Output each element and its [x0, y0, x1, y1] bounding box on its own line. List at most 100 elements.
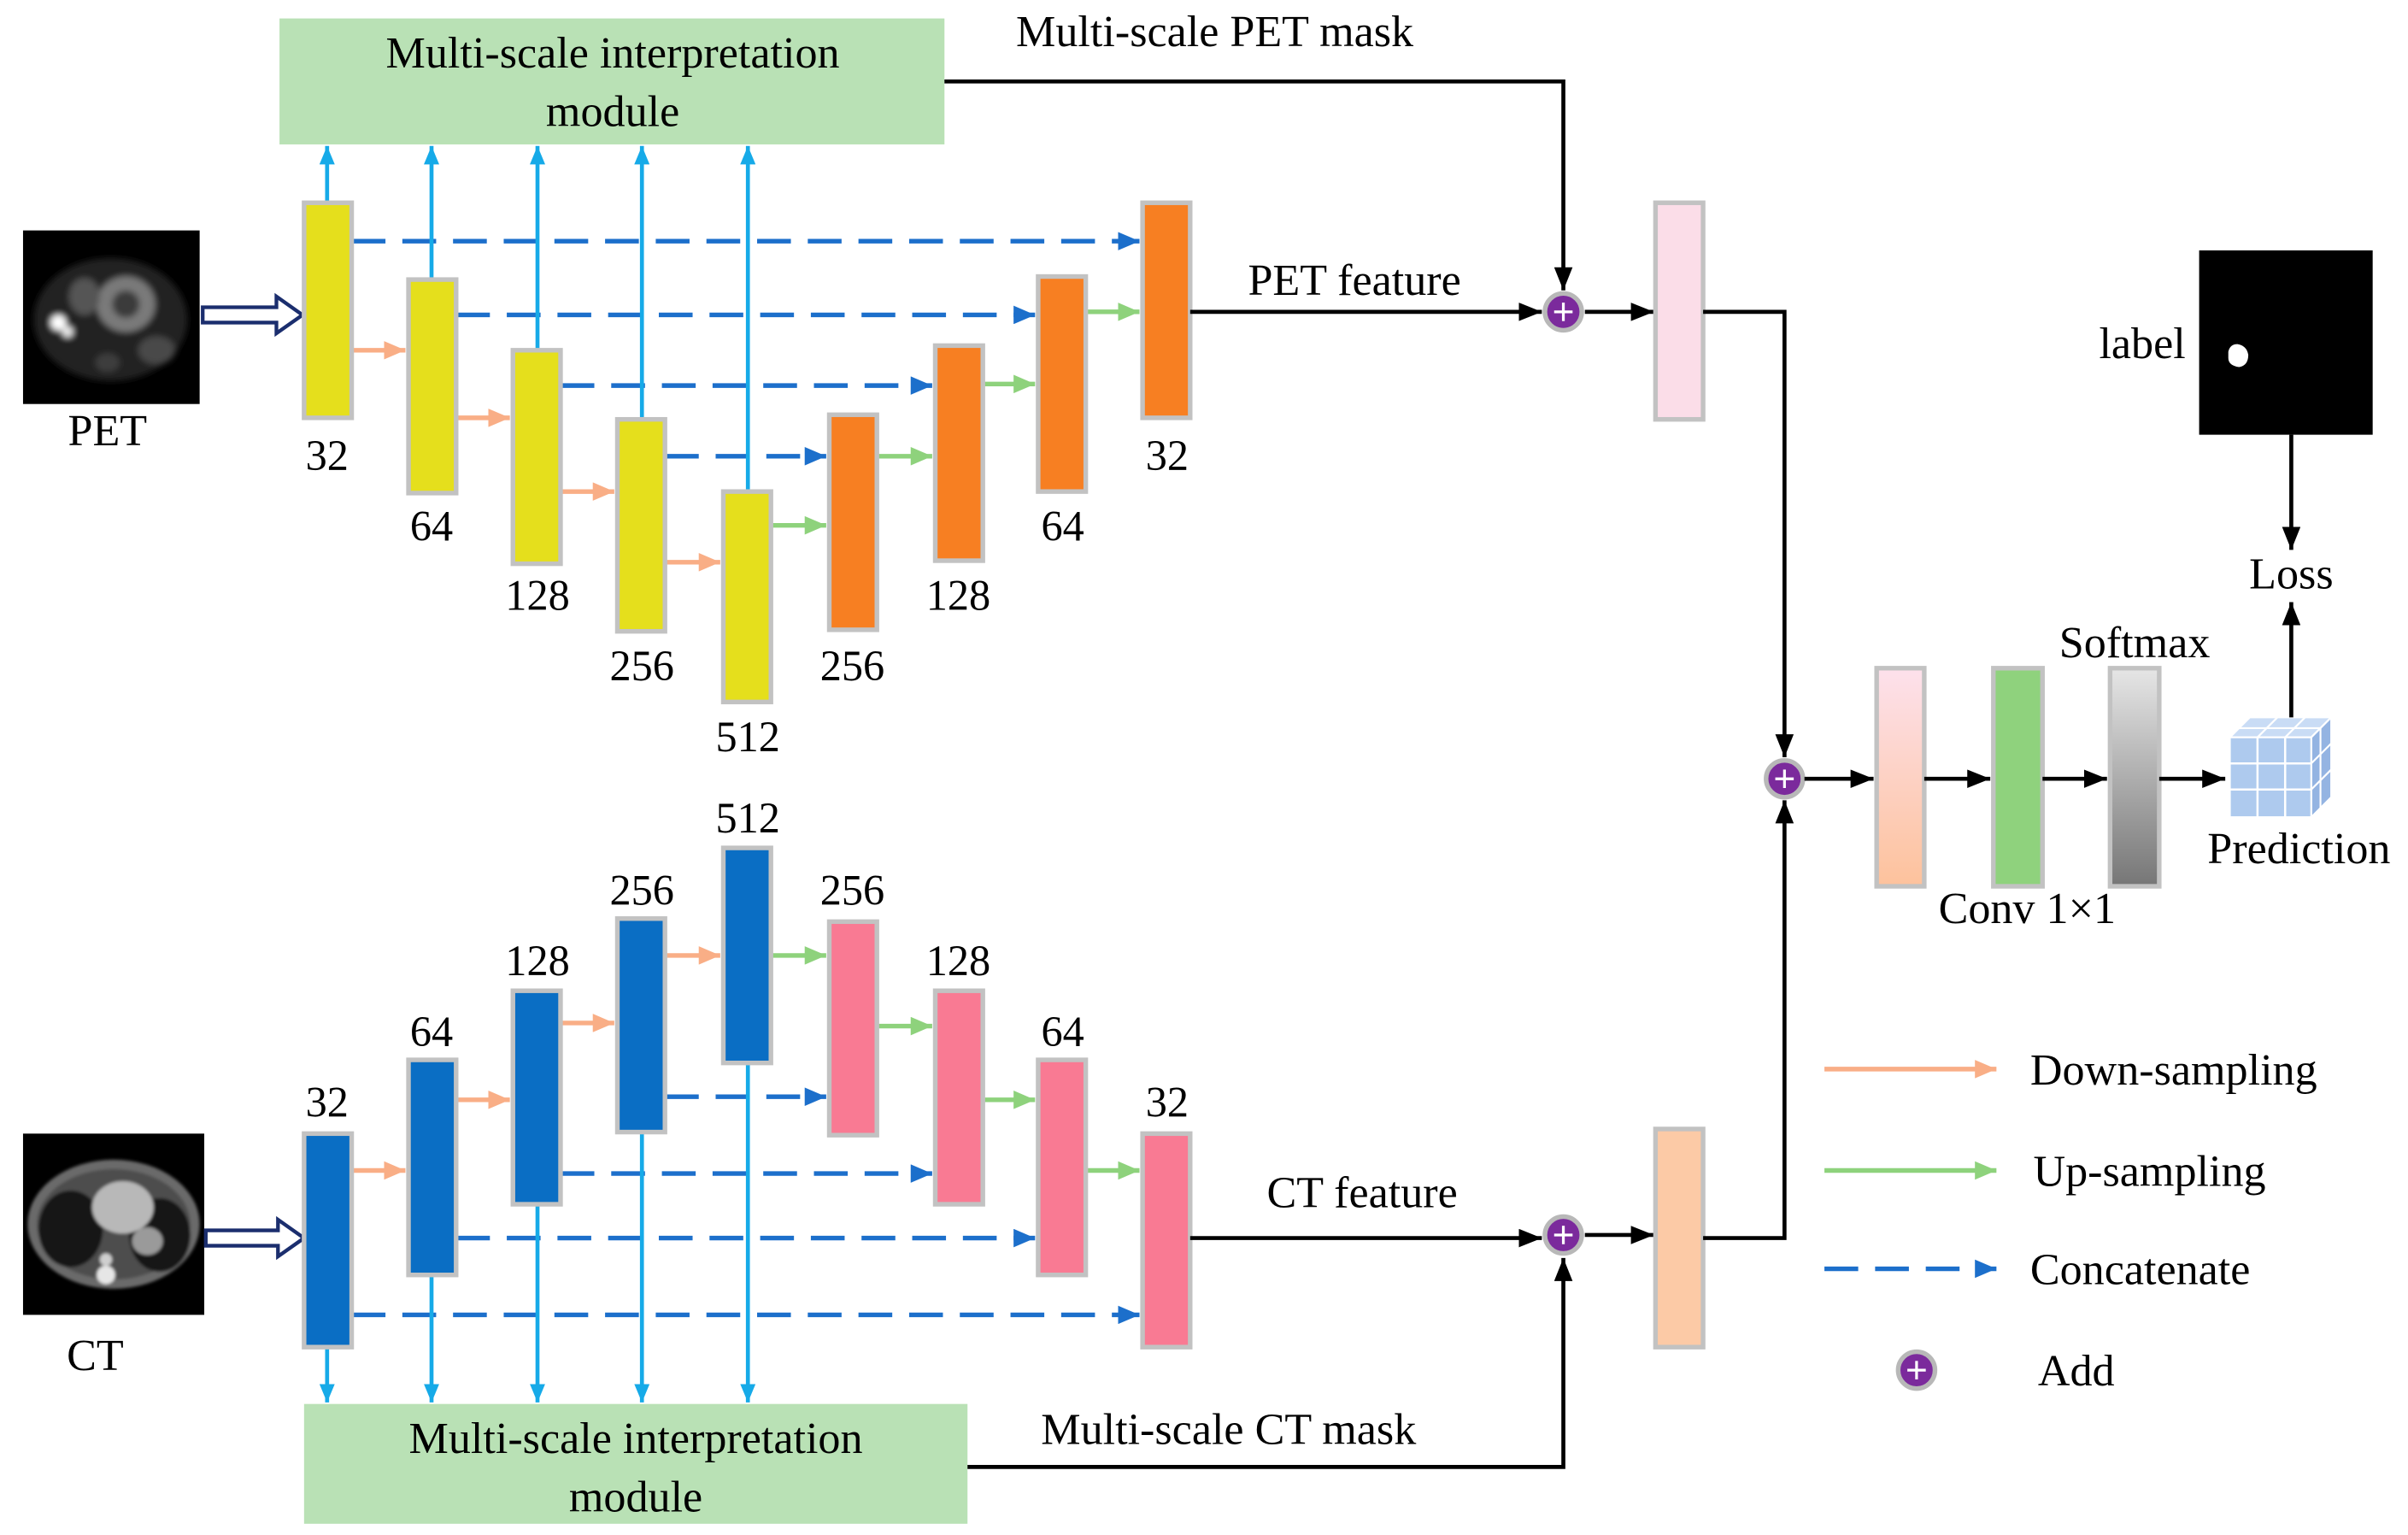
pet-decoder-channels-2: 128 [926, 572, 990, 620]
ct-add-icon [1542, 1214, 1584, 1256]
ct-encoder-channels-4: 256 [609, 867, 673, 915]
pet-module-box [279, 18, 945, 144]
ct-decoder-block-4 [1140, 1131, 1193, 1350]
pet-fused-block [1653, 200, 1706, 422]
pet-interpretation-module: Multi-scale interpretation module [279, 18, 945, 144]
legend-add-icon [1895, 1349, 1938, 1391]
pet-input-arrow-icon [201, 292, 306, 338]
pet-decoder-channels-1: 256 [820, 642, 884, 690]
ct-encoder-block-1 [302, 1131, 355, 1350]
ct-module-box [303, 1403, 968, 1524]
ct-encoder-channels-5: 512 [715, 794, 779, 842]
pet-branch: Multi-scale interpretation module Multi-… [22, 8, 1794, 761]
pet-feature-label: PET feature [1248, 256, 1460, 305]
ct-encoder: 32 64 128 256 512 [302, 794, 780, 1350]
ct-decoder-channels-2: 128 [926, 937, 990, 985]
ct-encoder-block-5 [720, 845, 773, 1066]
fused-feature-block [1874, 666, 1927, 889]
pet-upsampling-arrows [771, 303, 1140, 535]
pet-module-title-line1: Multi-scale interpretation [386, 29, 840, 78]
ct-input-label: CT [67, 1332, 124, 1380]
ct-decoder: 256 128 64 32 [820, 867, 1193, 1350]
ct-decoder-channels-1: 256 [820, 867, 884, 915]
pet-to-final-add-arrow [1703, 309, 1794, 758]
ct-image-content [27, 1159, 200, 1289]
pet-decoder-block-1 [826, 412, 879, 632]
ct-upsampling-arrows [771, 946, 1140, 1180]
ground-truth-label-image [2199, 250, 2373, 435]
ct-decoder-channels-4: 32 [1146, 1079, 1189, 1126]
ct-mask-label: Multi-scale CT mask [1041, 1405, 1417, 1454]
pet-encoder-channels-3: 128 [505, 572, 569, 620]
legend-item-down-sampling: Down-sampling [1824, 1046, 2317, 1095]
ground-truth-label: label [2099, 320, 2185, 368]
pet-input-image [22, 230, 200, 404]
ct-mask-arrow [967, 1257, 1573, 1469]
legend-add-label: Add [2038, 1347, 2115, 1396]
pet-encoder-channels-1: 32 [306, 432, 349, 479]
pet-module-title-line2: module [546, 87, 679, 136]
ct-encoder-block-3 [510, 988, 563, 1207]
pet-encoder-block-4 [614, 416, 667, 634]
ct-module-links [319, 1062, 756, 1403]
ct-module-title-line1: Multi-scale interpretation [409, 1414, 863, 1463]
legend-item-up-sampling: Up-sampling [1824, 1147, 2266, 1196]
ct-encoder-channels-2: 64 [410, 1008, 453, 1056]
legend-item-concatenate: Concatenate [1824, 1245, 2250, 1294]
ct-input-image [22, 1133, 205, 1315]
pet-module-links [319, 145, 756, 492]
conv-label: Conv 1×1 [1939, 885, 2116, 933]
legend-up-sampling-label: Up-sampling [2033, 1147, 2265, 1196]
ct-fused-block [1653, 1126, 1706, 1350]
ct-encoder-block-4 [614, 916, 667, 1135]
pet-downsampling-arrows [351, 341, 720, 572]
prediction-head: Softmax Conv 1×1 Prediction Loss label [1764, 250, 2391, 933]
ct-branch: CT [22, 794, 1794, 1524]
ct-encoder-block-2 [406, 1057, 459, 1278]
final-add-icon [1764, 757, 1806, 800]
ct-concatenate-links [351, 1087, 1140, 1325]
legend-item-add: Add [1895, 1347, 2115, 1396]
pet-decoder-channels-3: 64 [1042, 503, 1084, 550]
pet-encoder-channels-5: 512 [715, 713, 779, 761]
pet-input-label: PET [68, 407, 147, 456]
legend: Down-sampling Up-sampling Concatenate Ad… [1824, 1046, 2317, 1396]
legend-down-sampling-label: Down-sampling [2030, 1046, 2317, 1095]
ct-decoder-block-2 [932, 988, 985, 1207]
pet-decoder: 256 128 64 32 [820, 200, 1193, 690]
pet-decoder-block-2 [932, 343, 985, 563]
pet-encoder-channels-4: 256 [609, 642, 673, 690]
pet-encoder-block-3 [510, 348, 563, 567]
pet-mask-arrow [944, 79, 1573, 291]
ct-module-title-line2: module [569, 1473, 702, 1521]
legend-concatenate-label: Concatenate [2030, 1245, 2251, 1294]
pet-concatenate-links [351, 232, 1140, 466]
pet-decoder-block-4 [1140, 200, 1193, 421]
ct-to-final-add-arrow [1703, 800, 1794, 1240]
ct-decoder-channels-3: 64 [1042, 1008, 1084, 1056]
softmax-block [2107, 666, 2162, 889]
pet-mask-label: Multi-scale PET mask [1016, 8, 1414, 56]
softmax-label: Softmax [2059, 619, 2211, 668]
pet-encoder-block-2 [406, 277, 459, 496]
prediction-cube-icon [2227, 715, 2334, 820]
pet-decoder-block-3 [1036, 273, 1089, 494]
ct-feature-label: CT feature [1266, 1169, 1457, 1218]
ct-input-arrow-icon [203, 1215, 308, 1261]
prediction-label: Prediction [2207, 825, 2390, 873]
pet-encoder-block-1 [302, 200, 355, 421]
ct-encoder-channels-1: 32 [306, 1079, 349, 1126]
pet-decoder-channels-4: 32 [1146, 432, 1189, 479]
ct-encoder-channels-3: 128 [505, 937, 569, 985]
pet-encoder-block-5 [720, 489, 773, 705]
ct-decoder-block-3 [1036, 1057, 1089, 1278]
ct-interpretation-module: Multi-scale interpretation module [303, 1403, 968, 1524]
pet-encoder: 32 64 128 256 512 [302, 200, 780, 761]
ct-decoder-block-1 [826, 919, 879, 1138]
ct-downsampling-arrows [351, 946, 720, 1180]
pet-encoder-channels-2: 64 [410, 503, 453, 550]
pet-add-icon [1542, 291, 1584, 333]
loss-label: Loss [2249, 550, 2333, 598]
pet-image-content [33, 257, 188, 381]
